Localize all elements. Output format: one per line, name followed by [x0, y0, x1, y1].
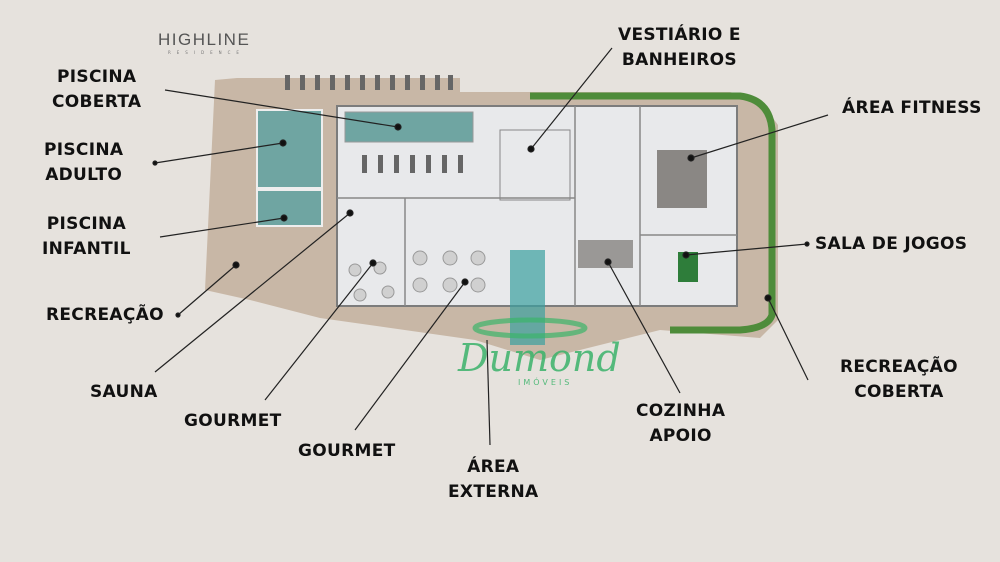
changing-room [499, 129, 571, 201]
label-line: ADULTO [45, 165, 123, 185]
label-line: APOIO [649, 426, 712, 446]
dumond-watermark: Dumond [458, 336, 621, 380]
label-area-fitness: ÁREA FITNESS [842, 98, 982, 118]
label-line: PISCINA [44, 140, 124, 160]
label-piscina-infantil: PISCINA INFANTIL [42, 212, 131, 262]
lounge-chairs [285, 75, 463, 173]
label-sauna: SAUNA [90, 382, 158, 402]
label-area-externa: ÁREA EXTERNA [448, 455, 539, 505]
game-table [678, 252, 698, 282]
pool-coberta [344, 111, 474, 143]
label-recreacao-coberta: RECREAÇÃO COBERTA [840, 355, 958, 405]
label-line: PISCINA [57, 67, 137, 87]
label-line: COBERTA [52, 92, 142, 112]
highline-logo: HIGHLINE [158, 30, 251, 49]
label-piscina-adulto: PISCINA ADULTO [44, 138, 123, 188]
watermark-tower-icon [510, 250, 545, 345]
dining-tables [348, 250, 486, 302]
dumond-watermark-sub: IMÓVEIS [518, 378, 573, 387]
label-recreacao: RECREAÇÃO [46, 305, 164, 325]
label-gourmet-2: GOURMET [298, 441, 396, 461]
label-line: COBERTA [854, 382, 944, 402]
label-piscina-coberta: PISCINA COBERTA [52, 65, 141, 115]
hedge [530, 92, 776, 334]
label-line: PISCINA [46, 214, 127, 234]
label-vestiario-banheiros: VESTIÁRIO E BANHEIROS [618, 23, 741, 73]
label-line: INFANTIL [42, 239, 131, 259]
label-line: VESTIÁRIO E [618, 25, 741, 45]
fitness-room [657, 150, 707, 208]
label-line: EXTERNA [448, 482, 539, 502]
label-gourmet-1: GOURMET [184, 411, 282, 431]
label-line: COZINHA [636, 401, 726, 421]
label-line: BANHEIROS [621, 50, 737, 70]
highline-tagline: RESIDENCE [168, 50, 245, 55]
leader-lines [152, 47, 829, 446]
pool-adulto [256, 109, 323, 189]
label-cozinha-apoio: COZINHA APOIO [636, 399, 725, 449]
label-sala-de-jogos: SALA DE JOGOS [815, 234, 968, 254]
watermark-swoosh-icon [472, 317, 588, 339]
label-line: ÁREA [467, 457, 520, 477]
label-line: RECREAÇÃO [840, 357, 958, 377]
